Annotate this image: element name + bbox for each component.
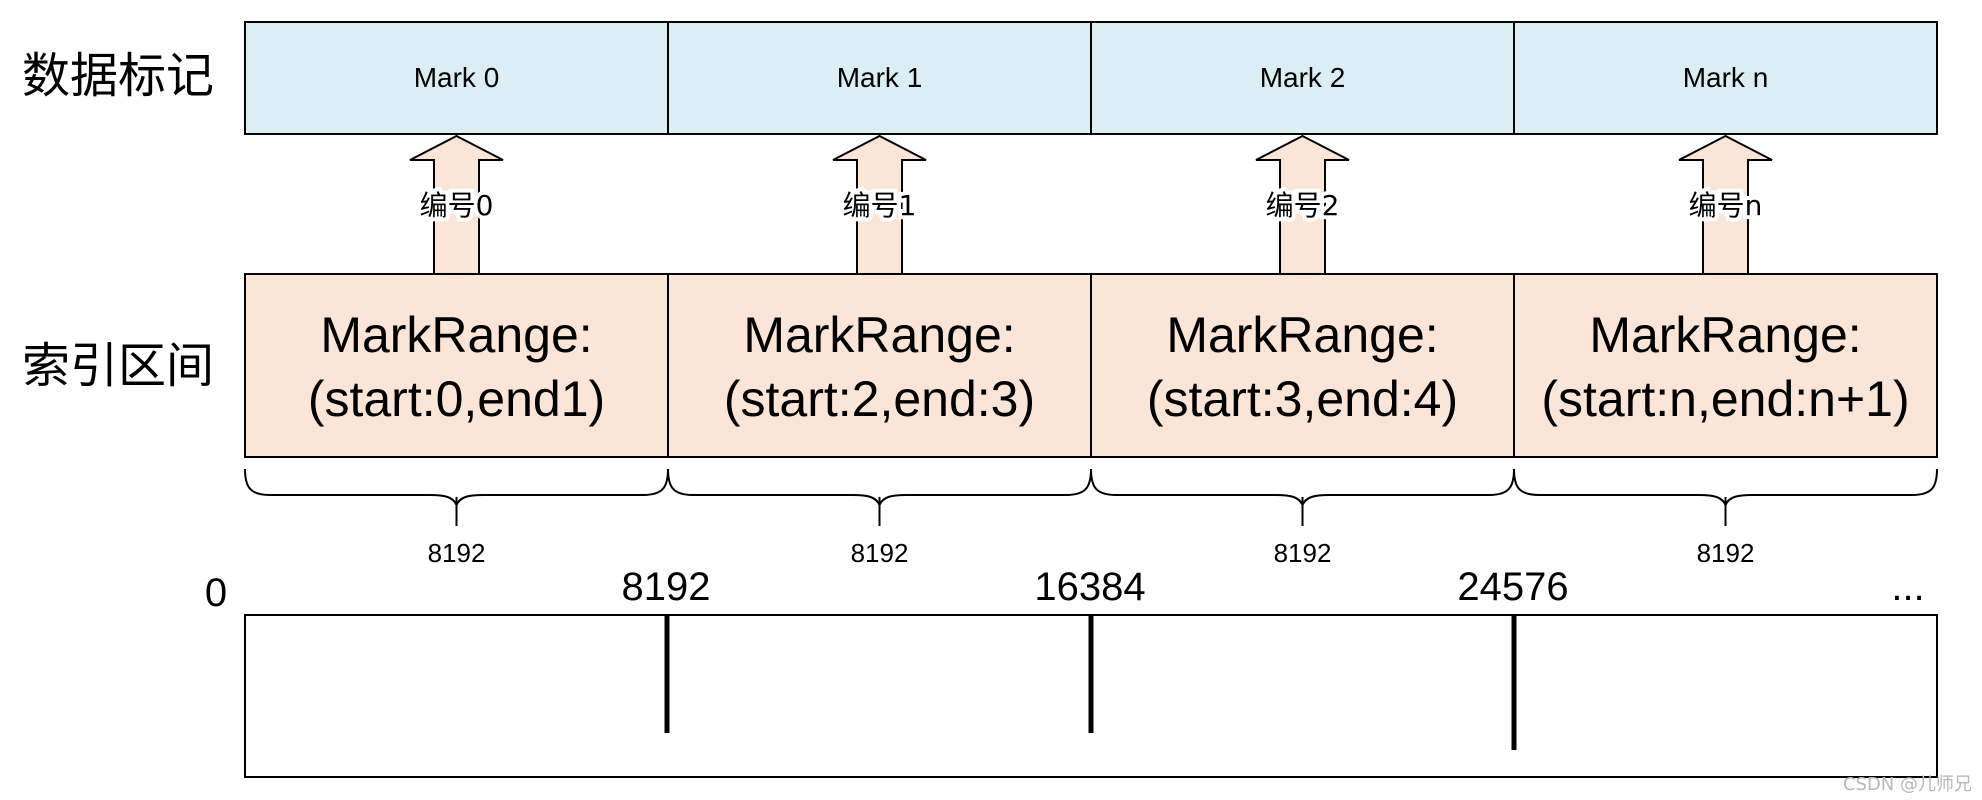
mark-column-1: Mark 1 编号1 MarkRange: (start:2,end:3) 81… (667, 21, 1092, 568)
offset-label-ellipsis: ... (1891, 565, 1924, 609)
row-label-data-marks: 数据标记 (22, 48, 214, 104)
range-box (1513, 273, 1938, 458)
offset-label-0: 0 (205, 571, 227, 615)
range-title: MarkRange: (1166, 307, 1438, 363)
range-box (244, 273, 669, 458)
mark-number: 编号1 (843, 189, 917, 222)
mark-column-2: Mark 2 编号2 MarkRange: (start:3,end:4) 81… (1090, 21, 1515, 568)
mark-box (244, 21, 669, 135)
range-value: (start:3,end:4) (1147, 371, 1458, 427)
granule-size: 8192 (1274, 538, 1332, 568)
range-value: (start:n,end:n+1) (1541, 371, 1909, 427)
mark-label: Mark n (1683, 62, 1769, 93)
mark-label: Mark 2 (1260, 62, 1346, 93)
granule-size: 8192 (1697, 538, 1755, 568)
up-arrow-icon (409, 134, 504, 275)
range-title: MarkRange: (743, 307, 1015, 363)
offset-label-16384: 16384 (1034, 565, 1145, 609)
mark-number: 编号2 (1266, 189, 1340, 222)
range-box (1090, 273, 1515, 458)
up-arrow-icon (1255, 134, 1350, 275)
mark-label: Mark 0 (414, 62, 500, 93)
range-value: (start:0,end1) (308, 371, 605, 427)
mark-label: Mark 1 (837, 62, 923, 93)
granule-size: 8192 (851, 538, 909, 568)
up-arrow-icon (1678, 134, 1773, 275)
mark-box (1090, 21, 1515, 135)
row-label-index-ranges: 索引区间 (22, 338, 214, 394)
mark-column-n: Mark n 编号n MarkRange: (start:n,end:n+1) … (1513, 21, 1938, 568)
mark-box (1513, 21, 1938, 135)
offset-label-24576: 24576 (1457, 565, 1568, 609)
range-box (667, 273, 1092, 458)
up-arrow-icon (832, 134, 927, 275)
offset-label-8192: 8192 (622, 565, 711, 609)
range-title: MarkRange: (320, 307, 592, 363)
range-title: MarkRange: (1589, 307, 1861, 363)
mark-column-0: Mark 0 编号0 MarkRange: (start:0,end1) 819… (244, 21, 669, 568)
mark-number: 编号n (1689, 189, 1763, 222)
watermark: CSDN @儿师兄 (1843, 774, 1972, 795)
mark-number: 编号0 (420, 189, 494, 222)
range-value: (start:2,end:3) (724, 371, 1035, 427)
granule-size: 8192 (428, 538, 486, 568)
